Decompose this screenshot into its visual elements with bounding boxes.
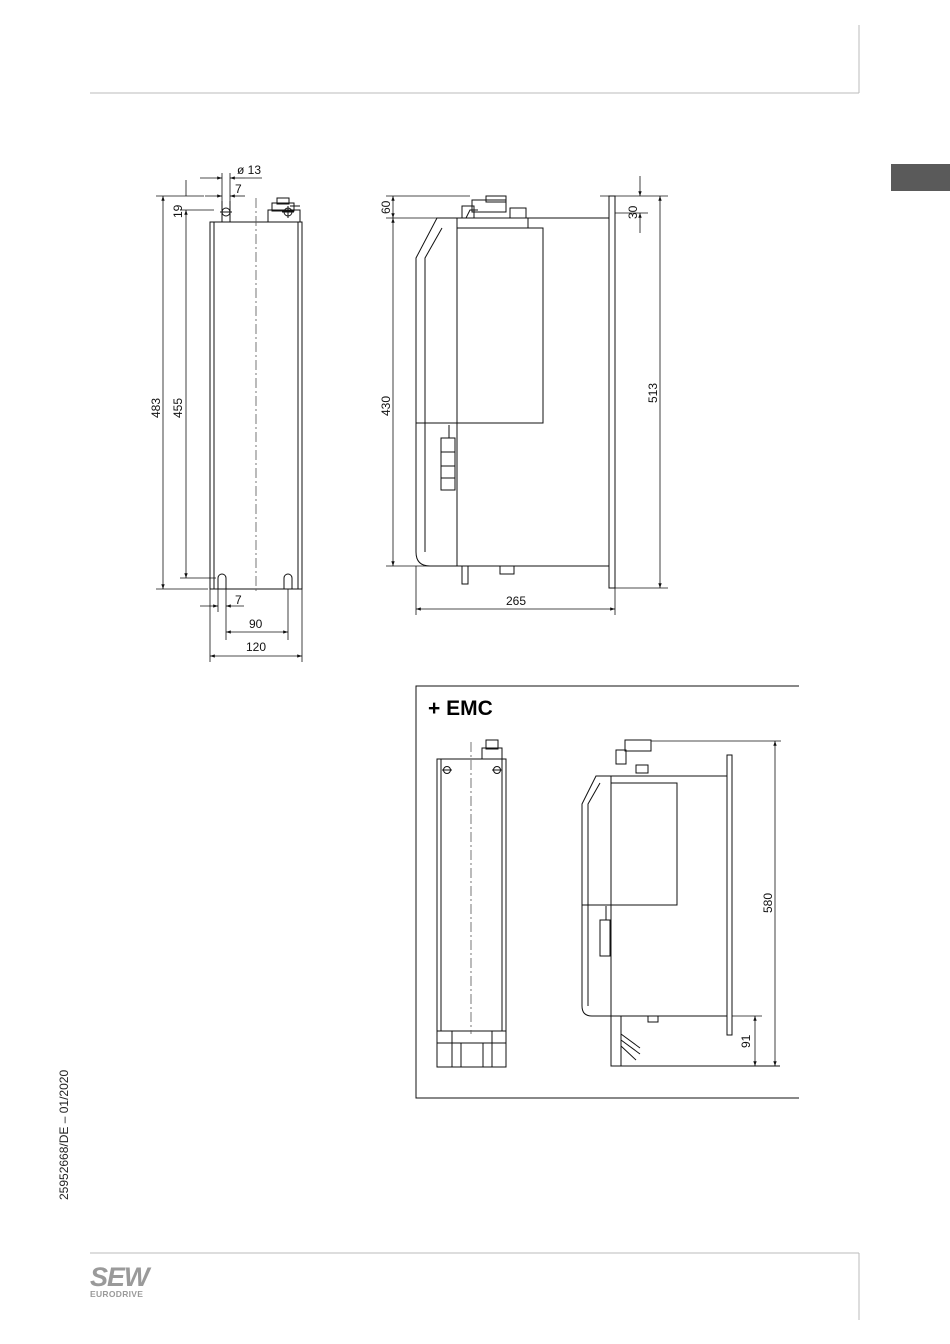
footer-rule [90, 1253, 859, 1320]
brand-logo: SEW EURODRIVE [90, 1264, 149, 1299]
dim-top-offset: 7 [235, 182, 242, 196]
emc-side-view [582, 740, 780, 1066]
document-id: 25952668/DE – 01/2020 [57, 1070, 71, 1200]
dim-side-total-height: 513 [646, 383, 660, 403]
emc-front-view [437, 740, 506, 1067]
dim-hole-diameter: ø 13 [237, 163, 261, 177]
side-view-outline [416, 196, 615, 588]
brand-logo-name: SEW [90, 1264, 149, 1291]
dim-hole-spacing-width: 90 [249, 617, 263, 631]
dim-top-clearance: 60 [379, 200, 393, 214]
dim-hole-spacing-height: 455 [171, 398, 185, 418]
dim-emc-bottom-extension: 91 [739, 1034, 753, 1048]
header-rule [90, 25, 859, 93]
side-dimension-lines [386, 176, 668, 615]
dim-total-width: 120 [246, 640, 266, 654]
dim-total-height: 483 [149, 398, 163, 418]
dim-emc-total-height: 580 [761, 893, 775, 913]
dim-top-margin: 19 [171, 204, 185, 218]
dim-bottom-offset: 7 [235, 593, 242, 607]
dim-depth: 265 [506, 594, 526, 608]
brand-logo-subtitle: EURODRIVE [90, 1290, 149, 1299]
dim-body-height: 430 [379, 396, 393, 416]
dim-top-extension: 30 [626, 205, 640, 219]
emc-section-title: + EMC [428, 697, 493, 721]
chapter-tab-marker [891, 164, 950, 191]
